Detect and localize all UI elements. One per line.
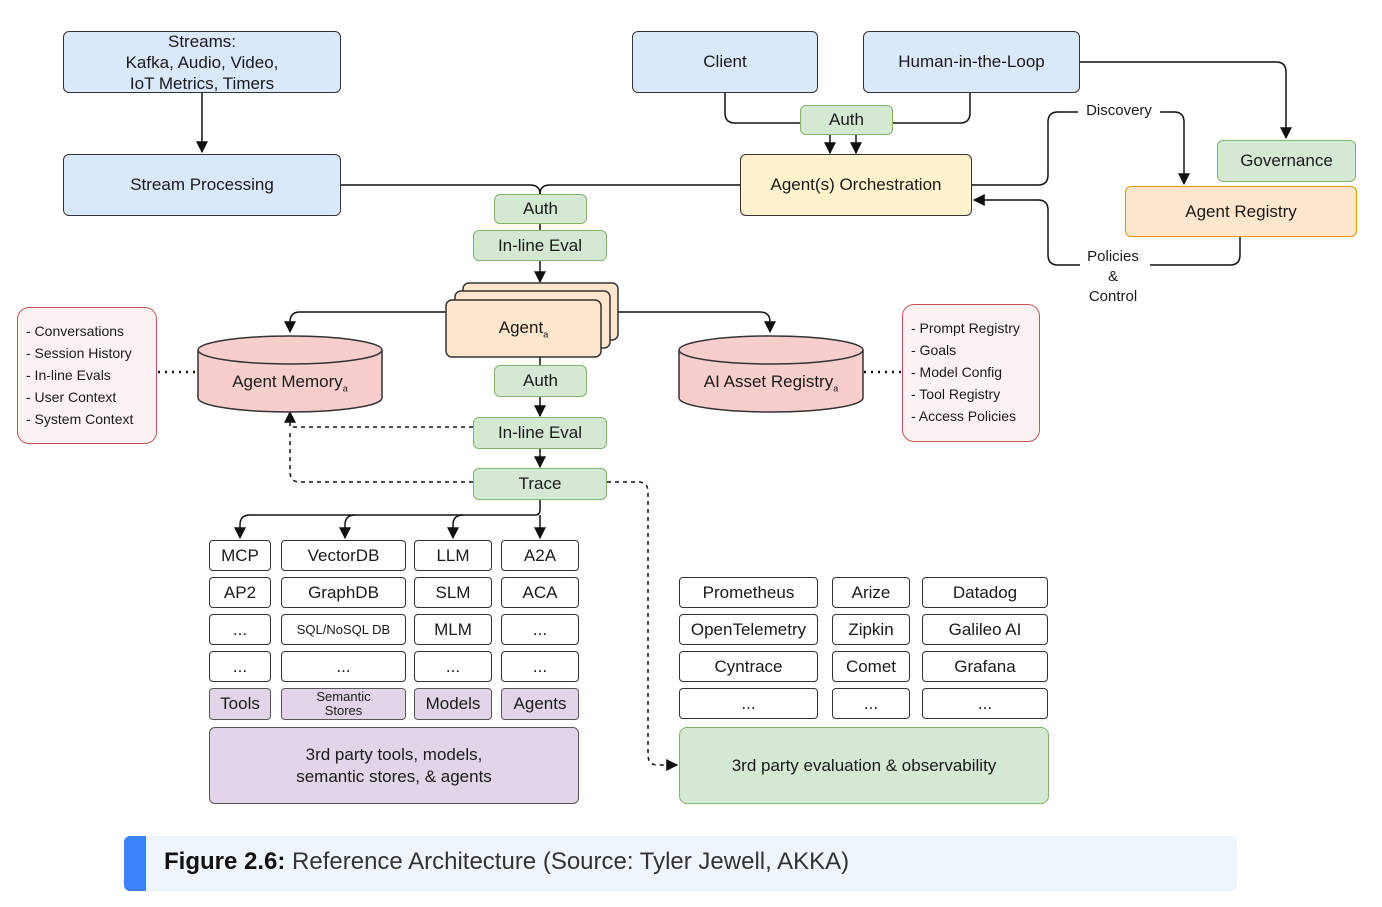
obs-item: Galileo AI — [922, 614, 1048, 645]
edge-registry-policies — [1150, 237, 1241, 266]
governance-box: Governance — [1217, 140, 1356, 182]
tools-label: Tools — [209, 688, 271, 720]
model-item: LLM — [414, 540, 492, 571]
model-item: SLM — [414, 577, 492, 608]
registry-note-item: - Model Config — [911, 364, 1003, 380]
store-item: SQL/NoSQL DB — [281, 614, 406, 645]
edge-agent-to-asset-registry — [618, 311, 776, 334]
edge-processing-to-auth — [341, 184, 541, 195]
edge-hitl-to-auth — [893, 93, 971, 124]
inline-eval-2-box: In-line Eval — [473, 417, 607, 449]
edge-orchestration-to-auth — [539, 184, 740, 195]
obs-item: ... — [679, 688, 818, 719]
memory-note-item: - System Context — [26, 411, 134, 427]
agent-memory-label: Agent Memorya — [232, 372, 348, 394]
memory-note-item: - Conversations — [26, 323, 125, 339]
third-party-tools-box: 3rd party tools, models, semantic stores… — [209, 727, 579, 804]
agent-registry-box: Agent Registry — [1125, 186, 1357, 237]
agent-stack-front — [445, 299, 602, 358]
obs-item: Arize — [832, 577, 910, 608]
client-box: Client — [632, 31, 818, 93]
store-item: ... — [281, 651, 406, 682]
memory-note-item: - User Context — [26, 389, 117, 405]
ai-asset-registry-label: AI Asset Registrya — [703, 372, 839, 394]
stream-processing-box: Stream Processing — [63, 154, 341, 216]
edge-policies-to-orchestration — [972, 194, 1080, 266]
agent-label: Agenta — [498, 318, 549, 340]
store-item: VectorDB — [281, 540, 406, 571]
caption-body: Reference Architecture (Source: Tyler Je… — [285, 848, 850, 875]
auth-top-box: Auth — [800, 105, 893, 135]
edge-trace-to-stores — [339, 514, 356, 540]
tool-item: ... — [209, 614, 271, 645]
caption-text: Figure 2.6: Reference Architecture (Sour… — [164, 848, 849, 876]
registry-notes: - Prompt Registry - Goals - Model Config… — [902, 304, 1040, 442]
model-item: ... — [414, 651, 492, 682]
registry-note-item: - Tool Registry — [911, 386, 1001, 402]
edge-trace-to-observability — [607, 481, 679, 771]
discovery-label: Discovery — [1078, 101, 1160, 121]
agents-label: Agents — [501, 688, 579, 720]
store-item: GraphDB — [281, 577, 406, 608]
agent-memory-cylinder — [197, 350, 383, 413]
model-item: MLM — [414, 614, 492, 645]
asset-registry-cylinder-top — [678, 335, 864, 365]
semantic-stores-label: Semantic Stores — [281, 688, 406, 720]
tool-item: AP2 — [209, 577, 271, 608]
obs-item: ... — [922, 688, 1048, 719]
auth-low-box: Auth — [494, 365, 587, 397]
tool-item: MCP — [209, 540, 271, 571]
agent-item: ... — [501, 614, 579, 645]
obs-item: Zipkin — [832, 614, 910, 645]
obs-item: ... — [832, 688, 910, 719]
caption-label: Figure 2.6: — [164, 848, 286, 875]
registry-note-item: - Access Policies — [911, 408, 1017, 424]
obs-item: Grafana — [922, 651, 1048, 682]
caption-accent-bar — [124, 836, 146, 891]
obs-item: Cyntrace — [679, 651, 818, 682]
agent-item: ... — [501, 651, 579, 682]
obs-item: Datadog — [922, 577, 1048, 608]
policies-control-label: Policies & Control — [1080, 247, 1146, 307]
registry-note-item: - Prompt Registry — [911, 320, 1020, 336]
streams-box: Streams: Kafka, Audio, Video, IoT Metric… — [63, 31, 341, 93]
edge-trace-to-models — [447, 514, 464, 540]
registry-note-item: - Goals — [911, 342, 957, 358]
human-in-the-loop-box: Human-in-the-Loop — [863, 31, 1080, 93]
edge-trace-to-tools — [234, 500, 541, 540]
edge-orchestration-discovery — [972, 111, 1078, 186]
inline-eval-1-box: In-line Eval — [473, 230, 607, 261]
obs-item: Prometheus — [679, 577, 818, 608]
third-party-eval-box: 3rd party evaluation & observability — [679, 727, 1049, 804]
edge-agent-to-memory — [284, 311, 455, 334]
edge-hitl-to-governance — [1080, 61, 1292, 140]
memory-note-item: - In-line Evals — [26, 367, 111, 383]
orchestration-box: Agent(s) Orchestration — [740, 154, 972, 216]
trace-box: Trace — [473, 468, 607, 500]
agent-item: A2A — [501, 540, 579, 571]
edge-client-to-auth — [724, 93, 800, 124]
agent-item: ACA — [501, 577, 579, 608]
edge-trace-to-memory — [289, 430, 473, 483]
memory-notes: - Conversations - Session History - In-l… — [17, 307, 157, 444]
edge-eval-to-memory — [284, 410, 473, 428]
edge-discovery-to-registry — [1160, 111, 1190, 186]
obs-item: Comet — [832, 651, 910, 682]
asset-registry-cylinder — [678, 350, 864, 413]
figure-caption: Figure 2.6: Reference Architecture (Sour… — [124, 836, 1237, 891]
obs-item: OpenTelemetry — [679, 614, 818, 645]
memory-note-item: - Session History — [26, 345, 132, 361]
agent-memory-cylinder-top — [197, 335, 383, 365]
auth-mid-box: Auth — [494, 194, 587, 224]
tool-item: ... — [209, 651, 271, 682]
models-label: Models — [414, 688, 492, 720]
